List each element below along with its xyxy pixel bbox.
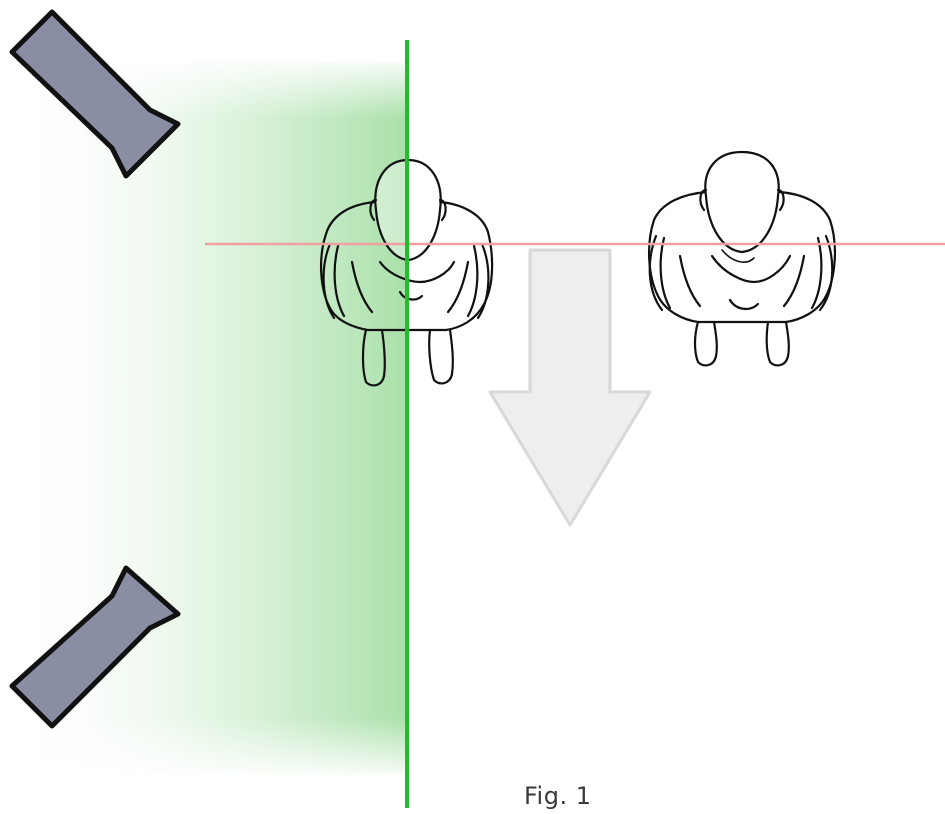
figure-caption: Fig. 1 [524, 782, 592, 810]
person-top-view-icon [647, 150, 837, 367]
video-camera-icon [9, 565, 181, 729]
video-camera-icon [9, 9, 181, 179]
down-arrow-icon [488, 248, 652, 527]
person-top-view-icon [319, 158, 494, 387]
